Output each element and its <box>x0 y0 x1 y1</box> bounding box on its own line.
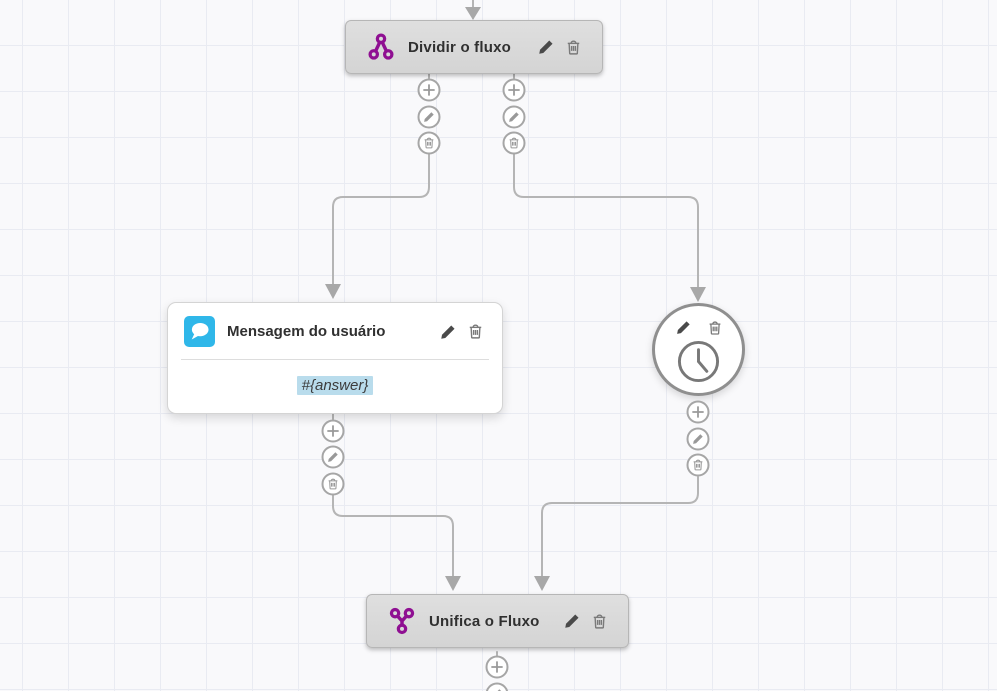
arrowhead-into-message <box>325 284 341 299</box>
trash-icon <box>591 613 608 630</box>
delete-edge-pin[interactable] <box>417 131 441 155</box>
trash-icon <box>565 39 582 56</box>
edit-edge-pin[interactable] <box>686 427 710 451</box>
add-node-pin[interactable] <box>686 400 710 424</box>
connector-message-to-merge <box>332 494 454 579</box>
trash-icon <box>707 320 723 336</box>
delete-node-button[interactable] <box>705 318 725 338</box>
trash-icon <box>467 323 484 340</box>
add-node-pin[interactable] <box>417 78 441 102</box>
clock-icon <box>676 339 721 384</box>
trash-icon <box>327 478 340 491</box>
plus-icon <box>423 84 436 97</box>
edit-node-button[interactable] <box>535 36 557 58</box>
edit-edge-pin[interactable] <box>485 682 509 691</box>
add-node-pin[interactable] <box>321 419 345 443</box>
node-timer[interactable] <box>652 303 745 396</box>
plus-icon <box>491 661 504 674</box>
pencil-icon <box>423 111 436 124</box>
merge-flow-icon <box>388 607 416 635</box>
message-variable: #{answer} <box>296 375 374 395</box>
connector-timer-to-merge <box>541 476 699 579</box>
pencil-icon <box>439 323 457 341</box>
node-title: Mensagem do usuário <box>227 323 386 340</box>
delete-node-button[interactable] <box>589 611 610 632</box>
pencil-icon <box>675 319 692 336</box>
plus-icon <box>692 406 705 419</box>
plus-icon <box>508 84 521 97</box>
node-title: Unifica o Fluxo <box>429 612 540 630</box>
split-flow-icon <box>367 33 395 61</box>
edit-node-button[interactable] <box>561 610 583 632</box>
node-title: Dividir o fluxo <box>408 38 512 56</box>
plus-icon <box>327 425 340 438</box>
add-node-pin[interactable] <box>502 78 526 102</box>
arrowhead-into-split <box>465 7 481 20</box>
trash-icon <box>508 137 521 150</box>
add-node-pin[interactable] <box>485 655 509 679</box>
delete-edge-pin[interactable] <box>686 453 710 477</box>
connector-split-to-timer <box>513 153 699 290</box>
trash-icon <box>423 137 436 150</box>
delete-node-button[interactable] <box>563 37 584 58</box>
edit-edge-pin[interactable] <box>321 445 345 469</box>
node-merge-flow[interactable]: Unifica o Fluxo <box>366 594 629 648</box>
pencil-icon <box>537 38 555 56</box>
pencil-icon <box>692 433 705 446</box>
edit-node-button[interactable] <box>437 321 459 343</box>
edit-edge-pin[interactable] <box>502 105 526 129</box>
delete-node-button[interactable] <box>465 321 486 342</box>
pencil-icon <box>327 451 340 464</box>
chat-bubble-icon <box>184 316 215 347</box>
arrowhead-message-into-merge <box>445 576 461 591</box>
trash-icon <box>692 459 705 472</box>
delete-edge-pin[interactable] <box>502 131 526 155</box>
node-split-flow[interactable]: Dividir o fluxo <box>345 20 603 74</box>
pencil-icon <box>491 688 504 691</box>
delete-edge-pin[interactable] <box>321 472 345 496</box>
arrowhead-into-timer <box>690 287 706 302</box>
connector-split-to-message <box>332 153 430 287</box>
arrowhead-timer-into-merge <box>534 576 550 591</box>
pencil-icon <box>508 111 521 124</box>
edit-edge-pin[interactable] <box>417 105 441 129</box>
node-divider <box>181 359 489 360</box>
edit-node-button[interactable] <box>673 317 694 338</box>
node-user-message[interactable]: Mensagem do usuário #{answer} <box>167 302 503 414</box>
pencil-icon <box>563 612 581 630</box>
